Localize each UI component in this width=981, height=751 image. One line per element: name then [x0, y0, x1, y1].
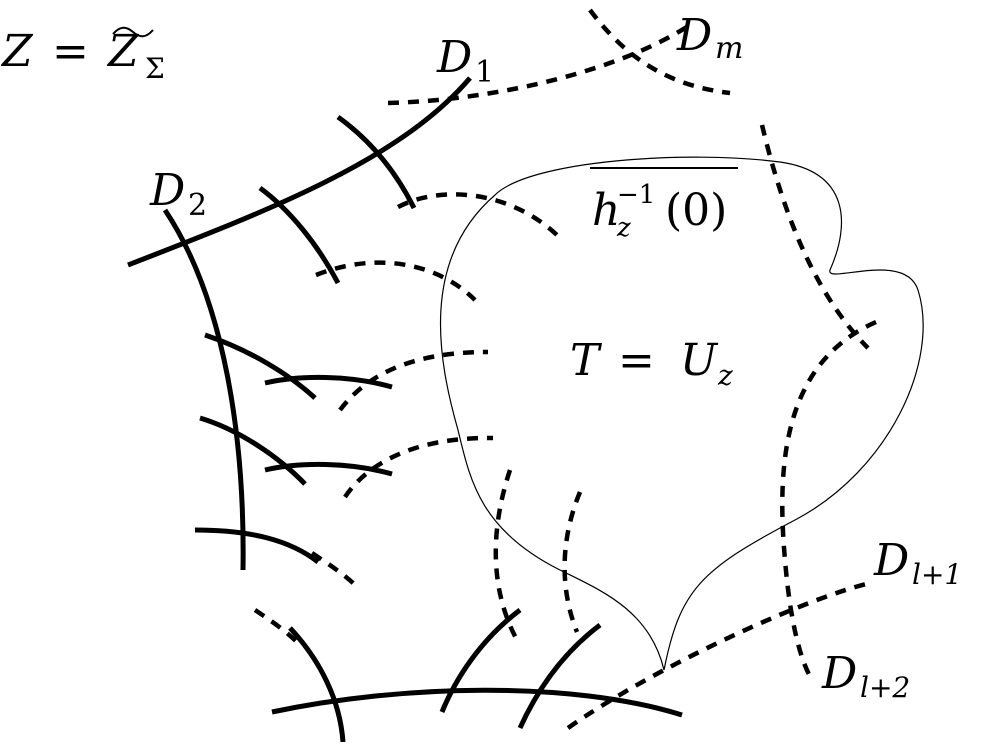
transversal-bottom-a [288, 626, 346, 743]
label-dm: D [676, 10, 712, 61]
label-dl1: D [873, 535, 909, 586]
dashed-left-small [310, 551, 357, 587]
dashed-mid-2 [315, 260, 477, 302]
dashed-dm [588, 8, 731, 96]
label-dl1-sub: l+1 [912, 558, 962, 591]
transversal-d2-a [204, 332, 317, 400]
label-dl2: D [821, 648, 857, 699]
label-h-sup: −1 [617, 180, 655, 210]
label-h-arg: (0) [665, 185, 727, 236]
divisor-d2-curve [162, 208, 246, 571]
dashed-mid-1 [396, 192, 560, 238]
label-z: Z [0, 26, 34, 77]
label-t-equals: = [618, 335, 655, 386]
label-h: h [592, 185, 620, 236]
z-tilde-mark [112, 26, 154, 38]
arc-a [264, 374, 393, 390]
dashed-bottom-left [253, 608, 302, 647]
dashed-vertical-a [493, 469, 519, 642]
transversal-bottom-b [439, 608, 522, 713]
transversal-bottom-c [517, 623, 602, 730]
label-t: T [570, 335, 603, 386]
preimage-boundary [439, 156, 924, 671]
label-d1-sub: 1 [475, 55, 494, 90]
transversal-d2-c [194, 527, 320, 564]
label-z-equals: = [52, 26, 89, 77]
label-u-sub: z [717, 359, 733, 392]
bottom-curve [271, 687, 683, 718]
transversal-d1-b [258, 185, 341, 285]
transversal-d1-a [336, 114, 417, 210]
label-d1: D [436, 32, 472, 83]
arc-b [264, 461, 393, 477]
label-u: U [680, 335, 719, 386]
dashed-right-upper [759, 124, 870, 350]
label-dl2-sub: l+2 [860, 671, 910, 704]
label-dm-sub: m [715, 31, 743, 66]
dashed-mid-4 [343, 435, 494, 499]
dashed-right-lower [780, 319, 877, 682]
label-d2-sub: 2 [188, 188, 207, 223]
dashed-mid-3 [338, 349, 489, 412]
label-h-sub: z [616, 213, 631, 243]
transversal-d2-b [199, 415, 307, 486]
label-d2: D [149, 165, 185, 216]
label-z-sub: Σ [145, 52, 165, 85]
dashed-top-d1-dm [387, 23, 692, 106]
label-z-tilde: Z [106, 26, 140, 77]
dashed-vertical-b [562, 491, 583, 633]
dashed-dl1 [566, 580, 871, 730]
